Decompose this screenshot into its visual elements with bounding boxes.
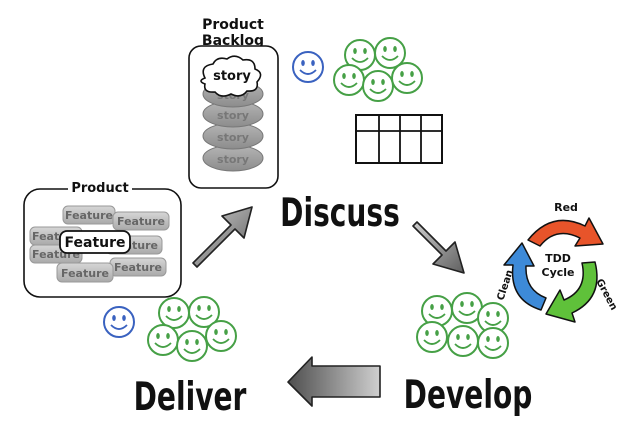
story-card: story	[202, 122, 264, 150]
task-board	[355, 114, 443, 164]
team-member-smiley	[205, 320, 237, 352]
tdd-center-line1: TDD	[545, 252, 571, 265]
tdd-label-red: Red	[554, 201, 578, 214]
team-member-smiley	[158, 297, 190, 329]
feature-card: Feature	[56, 262, 114, 283]
feature-card-label: Feature	[61, 267, 109, 280]
team-member-smiley	[176, 330, 208, 362]
tdd-label-clean: Clean	[496, 269, 516, 302]
team-member-smiley	[188, 296, 220, 328]
team-member-smiley	[416, 321, 448, 353]
team-member-smiley	[391, 62, 423, 94]
deliver-team	[147, 296, 237, 362]
story-card-label: story	[217, 153, 249, 166]
customer-smiley	[103, 306, 135, 338]
feature-card: Feature	[112, 211, 170, 231]
feature-card-label: Feature	[117, 215, 165, 228]
team-member-smiley	[421, 295, 453, 327]
phase-discuss: Discuss	[280, 190, 400, 236]
tdd-cycle: TDD Cycle Red Green Clean	[496, 201, 619, 323]
story-card-label: story	[217, 109, 249, 122]
backlog-title-line1: Product	[202, 17, 264, 33]
feature-card: Feature	[109, 257, 167, 277]
product-title: Product	[71, 181, 128, 196]
develop-team	[416, 292, 509, 359]
feature-card-highlighted: Feature	[59, 230, 131, 254]
team-member-smiley	[147, 324, 179, 356]
backlog-story-stack: story story story story	[202, 80, 264, 172]
arrow-discuss-to-develop	[412, 221, 465, 274]
team-member-smiley	[333, 64, 365, 96]
team-member-smiley	[362, 70, 394, 102]
story-card-label: story	[217, 131, 249, 144]
story-card: story	[202, 144, 264, 172]
team-member-smiley	[477, 327, 509, 359]
product-owner-smiley	[292, 51, 324, 83]
phase-develop: Develop	[404, 372, 533, 418]
feature-card-label: Feature	[114, 261, 162, 274]
tdd-red-arrow	[527, 217, 604, 247]
arrow-product-to-discuss	[192, 206, 253, 268]
product-area: Product Feature Feature Feature Feature …	[23, 180, 182, 298]
feature-card-highlighted-label: Feature	[65, 235, 126, 251]
product-backlog: Product Backlog story story story story	[188, 17, 279, 189]
discuss-team	[333, 37, 423, 102]
feature-card: Feature	[62, 205, 116, 225]
team-member-smiley	[374, 37, 406, 69]
team-member-smiley	[451, 292, 483, 324]
tdd-center-line2: Cycle	[542, 266, 575, 279]
story-card-top-label: story	[213, 69, 251, 84]
tdd-clean-arrow	[503, 242, 547, 311]
arrow-develop-to-deliver	[287, 356, 381, 407]
story-card-top: story	[200, 55, 262, 97]
tdd-green-arrow	[545, 261, 598, 323]
feature-card-label: Feature	[65, 209, 113, 222]
team-member-smiley	[447, 325, 479, 357]
phase-deliver: Deliver	[134, 374, 247, 420]
backlog-title-line2: Backlog	[202, 33, 264, 49]
tdd-label-green: Green	[593, 277, 619, 312]
